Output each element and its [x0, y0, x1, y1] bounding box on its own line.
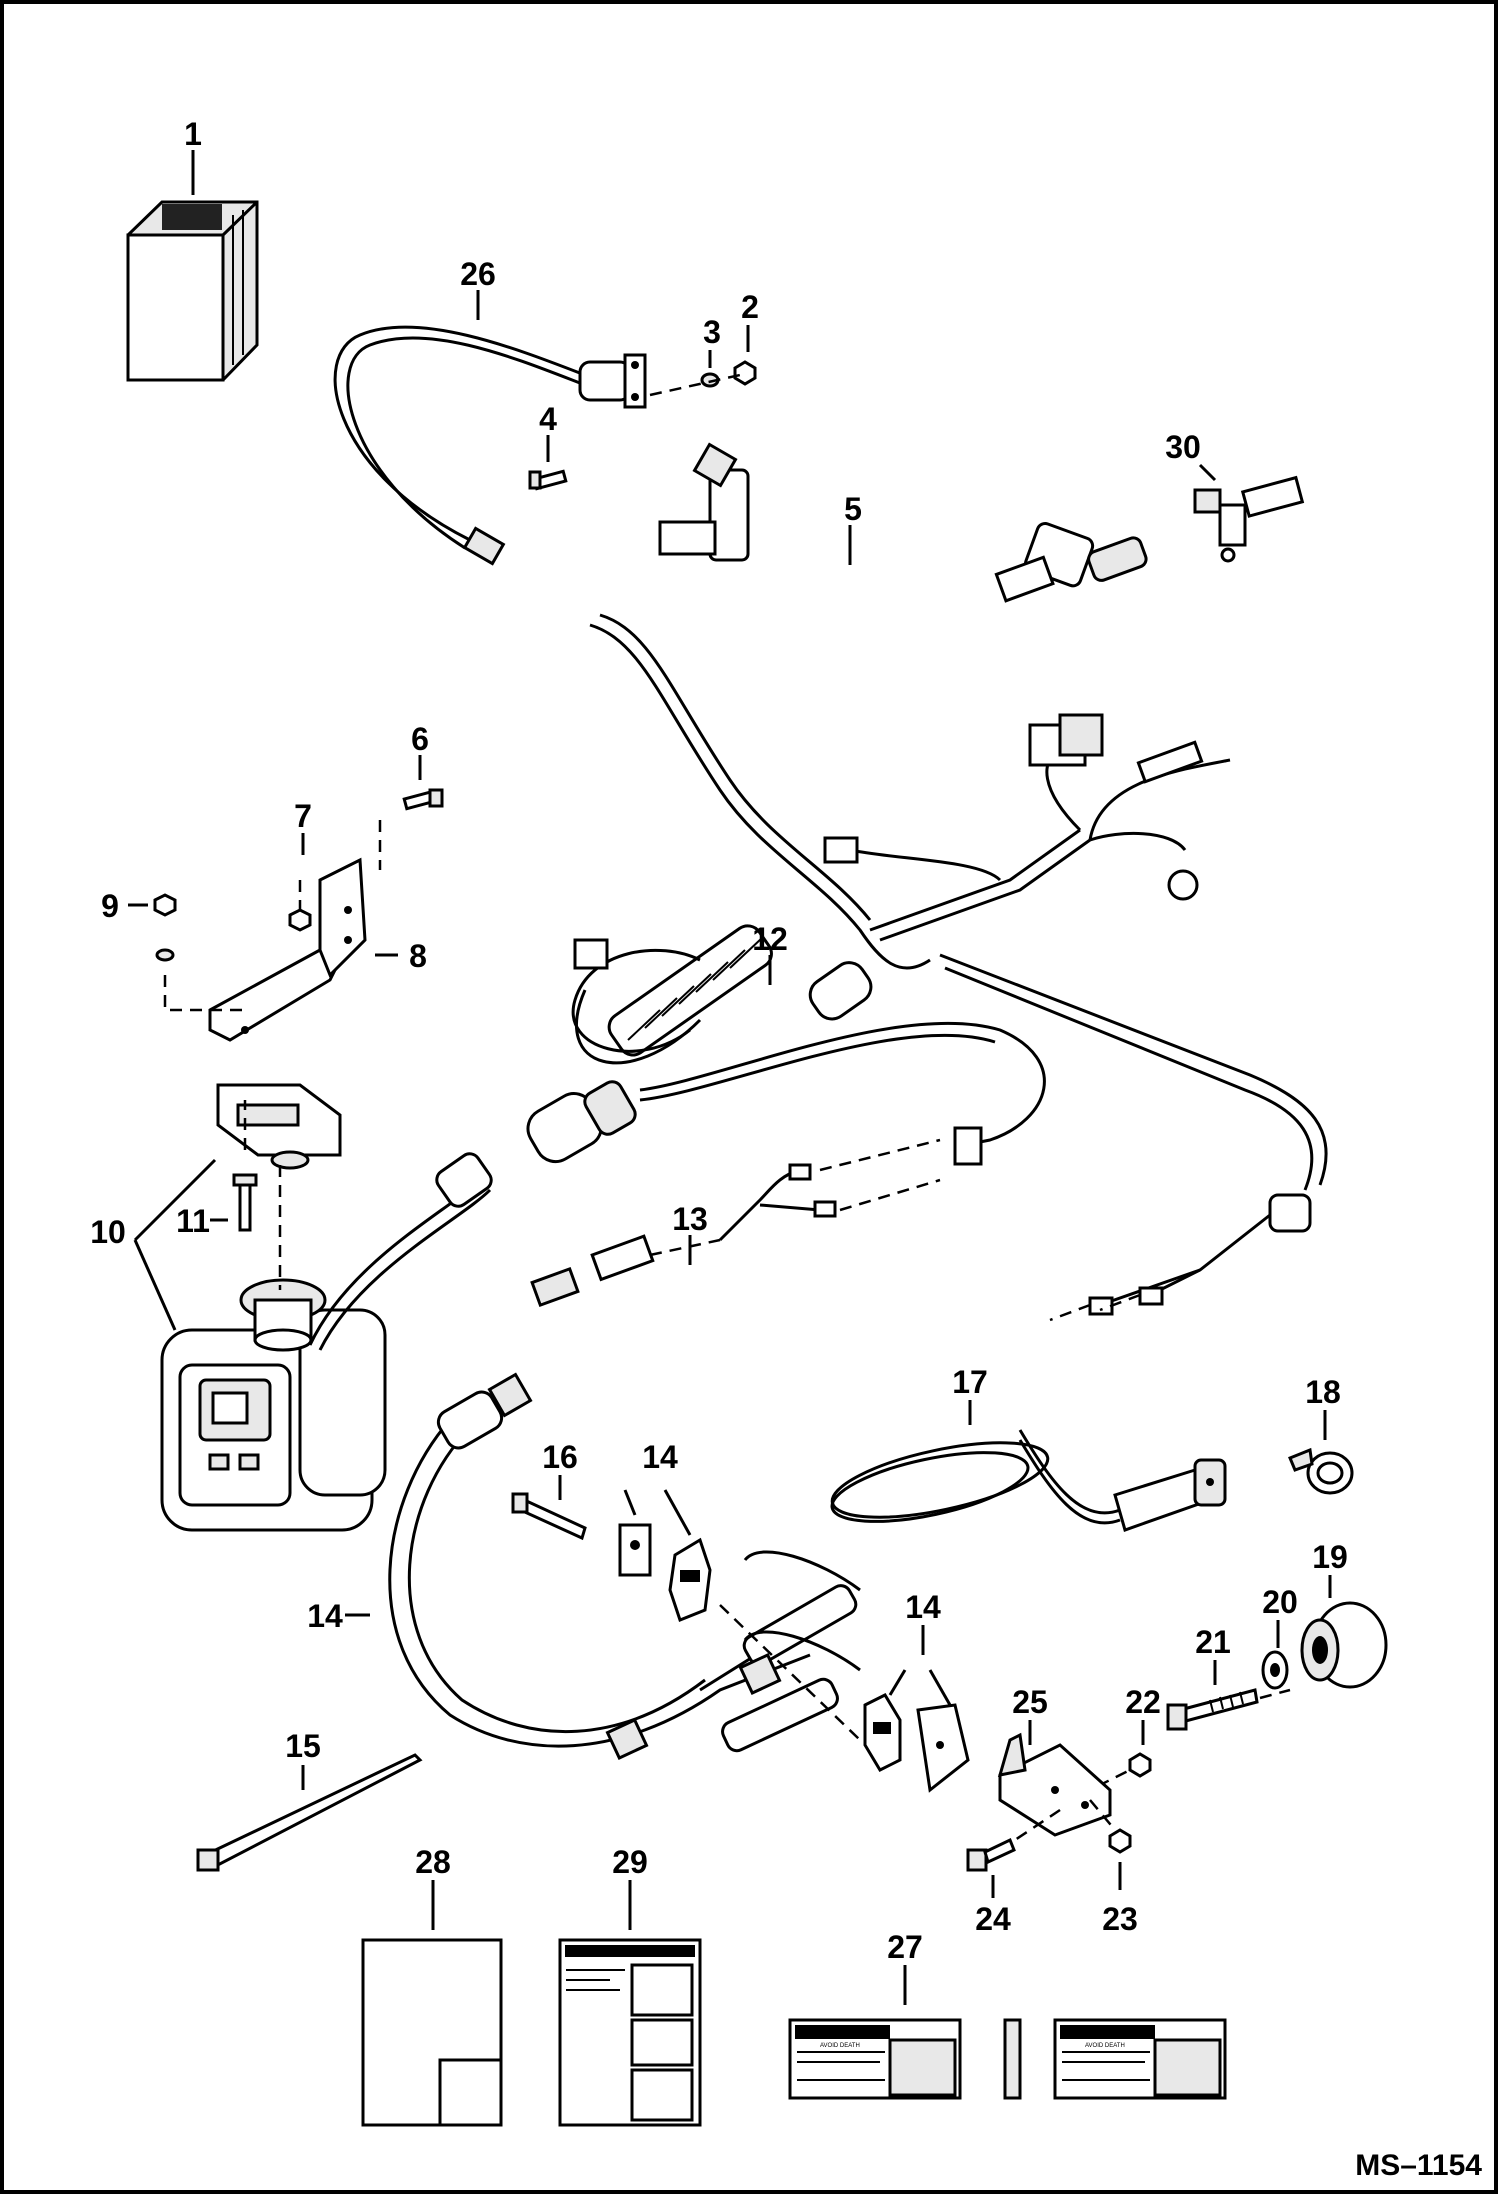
callout-10: 10	[90, 1214, 126, 1250]
part-21-bolt	[1166, 1688, 1259, 1731]
part-4-screw	[528, 469, 568, 491]
part-10-mount	[216, 1083, 342, 1170]
part-13-subharness	[530, 1138, 941, 1308]
part-22-nut	[1128, 1752, 1152, 1778]
callout-14-left: 14	[307, 1598, 343, 1634]
callout-6: 6	[411, 721, 429, 757]
leader-10b	[133, 1158, 217, 1242]
part-28-manual	[361, 1938, 503, 2127]
decal-left-sub: AVOID DEATH	[820, 2043, 860, 2049]
leader-14b1	[623, 1489, 637, 1516]
callout-3: 3	[703, 314, 721, 350]
callout-14-lower: 14	[905, 1589, 941, 1625]
harness-right-tail	[1049, 1193, 1312, 1322]
callout-25: 25	[1012, 1684, 1048, 1720]
part-23-nut	[1108, 1828, 1132, 1854]
decal-left-header: DANGER	[820, 2027, 868, 2039]
part-8-bracket	[208, 857, 367, 1042]
callout-13: 13	[672, 1201, 708, 1237]
callout-12: 12	[752, 921, 788, 957]
manual-header: INSTRUCTIONS	[600, 1950, 645, 1956]
part-29-instructions	[558, 1938, 702, 2127]
callout-11: 11	[176, 1203, 210, 1239]
part-10-module	[160, 1152, 493, 1532]
part-17-cable-loop	[830, 1429, 1227, 1532]
part-6-screw	[402, 788, 444, 811]
part-2-nut	[733, 360, 757, 386]
dash-9	[163, 975, 245, 1012]
part-16-bolt	[511, 1492, 587, 1541]
callout-19: 19	[1312, 1539, 1348, 1575]
dash-21	[1259, 1688, 1291, 1700]
callout-17: 17	[952, 1364, 988, 1400]
leader-14b2	[663, 1489, 692, 1536]
callout-16: 16	[542, 1439, 578, 1475]
callout-5: 5	[844, 491, 862, 527]
part-5-hose	[658, 442, 1148, 706]
callout-9: 9	[101, 888, 119, 924]
callout-24: 24	[975, 1901, 1011, 1937]
callout-14-upper: 14	[642, 1439, 678, 1475]
dash-23	[1089, 1799, 1116, 1831]
part-15-cable-tie	[196, 1753, 423, 1872]
leader-10a	[133, 1239, 177, 1331]
callout-7: 7	[294, 798, 312, 834]
callout-1: 1	[184, 116, 202, 152]
callout-27: 27	[887, 1929, 923, 1965]
figure-id: MS–1154	[1355, 2149, 1482, 2182]
callout-23: 23	[1102, 1901, 1138, 1937]
callout-22: 22	[1125, 1684, 1161, 1720]
part-7-nut	[288, 908, 312, 932]
callout-21: 21	[1195, 1624, 1231, 1660]
decal-right-sub: AVOID DEATH	[1085, 2043, 1125, 2049]
leader-14c1	[888, 1669, 907, 1696]
part-14-clamp-upper	[618, 1523, 712, 1622]
part-12-harness	[526, 613, 1328, 1191]
dash-2-3	[649, 373, 741, 397]
callout-4: 4	[539, 401, 557, 437]
callout-2: 2	[741, 289, 759, 325]
leader-14c2	[928, 1669, 952, 1706]
part-19-roller	[1300, 1601, 1388, 1689]
decal-right-header: DANGER	[1085, 2027, 1133, 2039]
callout-28: 28	[415, 1844, 451, 1880]
dash-14	[719, 1604, 861, 1741]
part-27-decals	[788, 2018, 1227, 2100]
callout-20: 20	[1262, 1584, 1298, 1620]
part-14-clamp-lower	[863, 1693, 970, 1793]
callout-18: 18	[1305, 1374, 1341, 1410]
callout-8: 8	[409, 938, 427, 974]
callout-29: 29	[612, 1844, 648, 1880]
part-14-cable	[388, 1372, 861, 1761]
part-1-box	[126, 200, 259, 382]
part-20-washer	[1261, 1650, 1289, 1690]
part-24-bolt	[966, 1837, 1016, 1872]
part-30-tee	[1193, 475, 1305, 563]
callout-15: 15	[285, 1728, 321, 1764]
part-18-clip	[1288, 1447, 1354, 1495]
part-9-nut-washer	[153, 893, 177, 962]
callout-30: 30	[1165, 429, 1201, 465]
leader-30	[1198, 463, 1217, 482]
part-26-sensor-cable	[333, 325, 647, 566]
part-11-screw	[232, 1173, 258, 1232]
callout-26: 26	[460, 256, 496, 292]
part-25-bracket	[997, 1732, 1112, 1837]
